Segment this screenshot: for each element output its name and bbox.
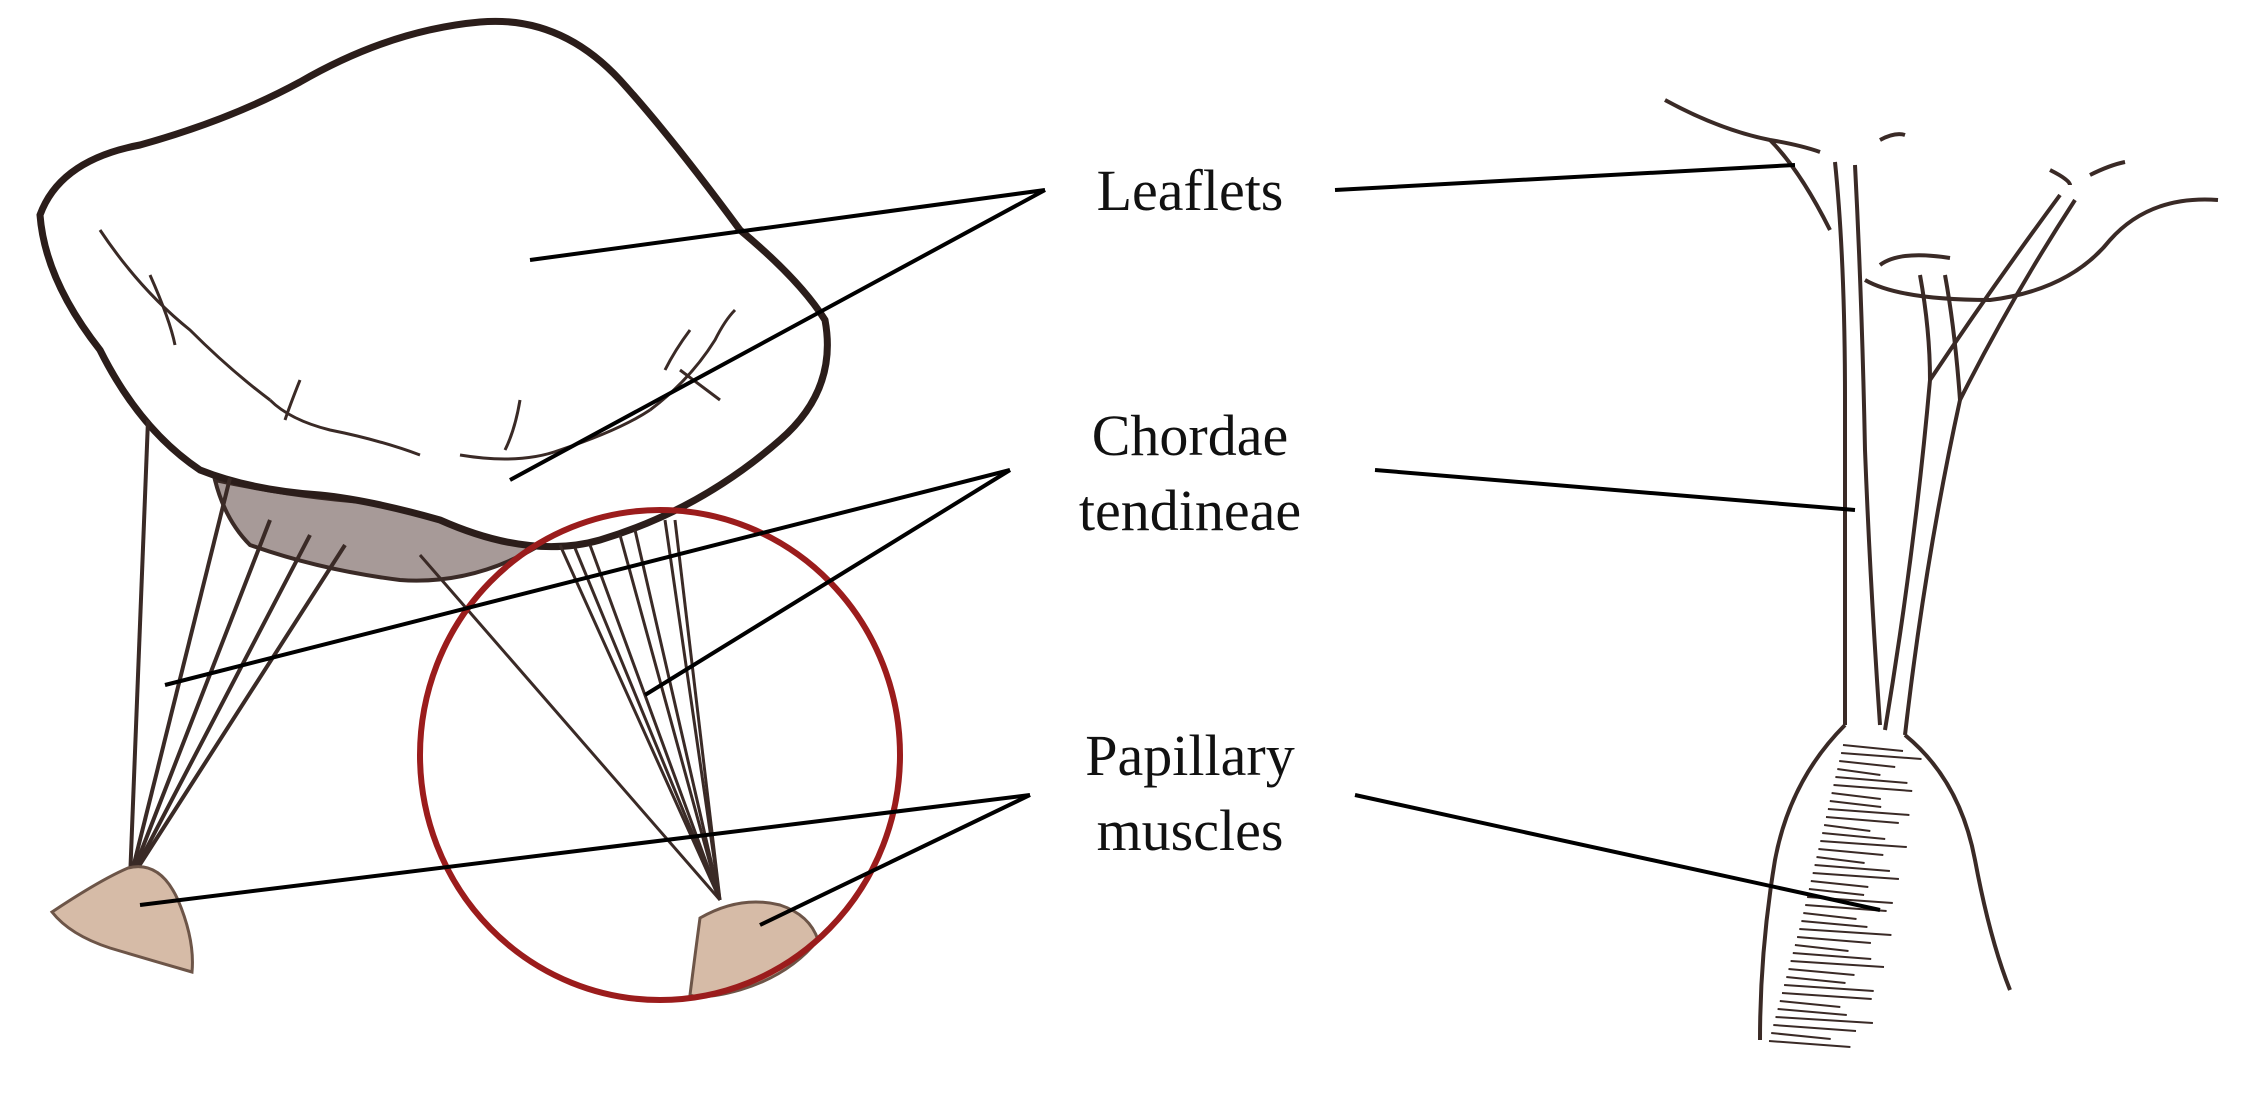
- muscle-hatch-stroke: [1790, 960, 1885, 968]
- label-chordae-line1: Chordae: [1092, 403, 1289, 468]
- papillary-muscle-base: [1758, 723, 1847, 1041]
- muscle-hatch-stroke: [1777, 1008, 1847, 1016]
- muscle-hatch-stroke: [1831, 792, 1881, 800]
- muscle-hatch-stroke: [1788, 968, 1855, 976]
- muscle-hatch-stroke: [1792, 952, 1872, 960]
- muscle-hatch-stroke: [1803, 912, 1857, 920]
- leader-papillary-1: [139, 793, 1031, 907]
- muscle-hatch-stroke: [1784, 984, 1874, 992]
- muscle-hatch-stroke: [1794, 944, 1849, 952]
- muscle-hatch-stroke: [1823, 824, 1871, 832]
- muscle-hatch-stroke: [1822, 832, 1886, 840]
- leader-lines: [139, 163, 1881, 927]
- magnified-chorda-drawing: [1664, 98, 2219, 1041]
- label-papillary-line1: Papillary: [1085, 723, 1294, 788]
- muscle-hatch-stroke: [1833, 784, 1913, 792]
- muscle-hatch-stroke: [1818, 848, 1884, 856]
- leaflet-edge-top-left: [1664, 98, 1821, 154]
- papillary-muscle-hatching: [1768, 744, 1922, 1048]
- muscle-hatch-stroke: [1825, 816, 1899, 824]
- magnification-highlight-circle: [417, 507, 903, 1003]
- muscle-hatch-stroke: [1816, 856, 1865, 864]
- chorda-branch: [1883, 274, 1933, 731]
- label-chordae-line2: tendineae: [1079, 478, 1301, 543]
- valve-apparatus-drawing: [36, 17, 831, 999]
- muscle-hatch-stroke: [1810, 880, 1869, 888]
- leader-papillary-2: [759, 793, 1031, 927]
- muscle-hatch-stroke: [1814, 864, 1890, 872]
- muscle-hatch-stroke: [1773, 1024, 1857, 1032]
- muscle-hatch-stroke: [1812, 872, 1899, 880]
- muscle-hatch-stroke: [1797, 936, 1871, 944]
- muscle-hatch-stroke: [1775, 1016, 1873, 1024]
- label-papillary-line2: muscles: [1097, 798, 1284, 863]
- leader-leaflets-3: [1334, 163, 1796, 192]
- muscle-hatch-stroke: [1837, 768, 1881, 776]
- leader-papillary-3: [1354, 793, 1881, 912]
- muscle-hatch-stroke: [1768, 1040, 1851, 1048]
- muscle-hatch-stroke: [1839, 760, 1896, 768]
- leaflet-edge-right: [1864, 197, 2219, 303]
- muscle-hatch-stroke: [1799, 928, 1892, 936]
- muscle-hatch-stroke: [1835, 776, 1908, 784]
- muscle-hatch-stroke: [1841, 752, 1922, 760]
- muscle-hatch-stroke: [1820, 840, 1907, 848]
- labels: Leaflets Chordae tendineae Papillary mus…: [1079, 158, 1301, 863]
- muscle-hatch-stroke: [1781, 992, 1872, 1000]
- papillary-muscle-right: [688, 900, 820, 999]
- muscle-hatch-stroke: [1801, 920, 1868, 928]
- muscle-hatch-stroke: [1779, 1000, 1841, 1008]
- leader-chordae-2: [643, 468, 1012, 697]
- muscle-hatch-stroke: [1786, 976, 1846, 984]
- muscle-hatch-stroke: [1771, 1032, 1831, 1040]
- chordae-right-group: [418, 519, 722, 901]
- chorda-shaft: [1833, 161, 1848, 726]
- muscle-hatch-stroke: [1808, 888, 1865, 896]
- label-leaflets: Leaflets: [1097, 158, 1284, 223]
- chordae-left-group: [128, 419, 347, 882]
- leader-leaflets-2: [509, 188, 1046, 482]
- muscle-hatch-stroke: [1827, 808, 1910, 816]
- leaflet-outline: [36, 17, 831, 551]
- leader-chordae-3: [1374, 468, 1856, 512]
- leader-leaflets-1: [529, 188, 1046, 262]
- papillary-muscle-left: [49, 865, 194, 974]
- muscle-hatch-stroke: [1842, 744, 1904, 752]
- leader-chordae-1: [164, 468, 1011, 687]
- muscle-hatch-stroke: [1829, 800, 1882, 808]
